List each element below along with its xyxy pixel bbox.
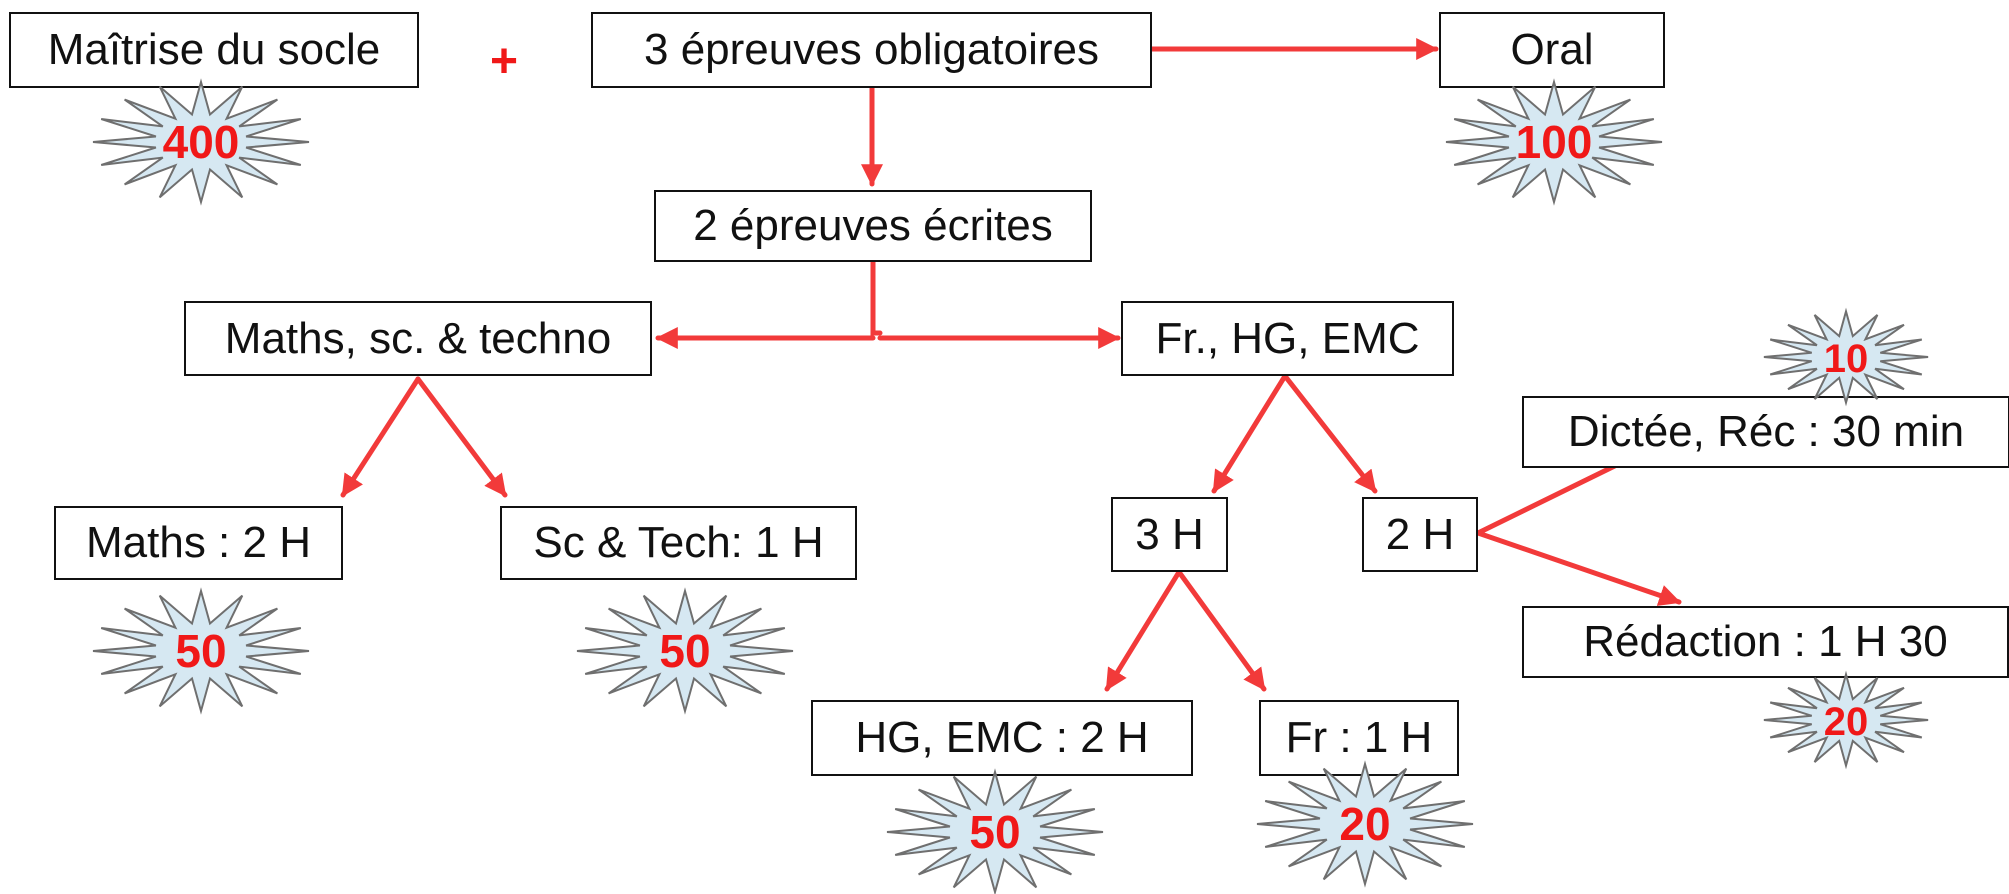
score-star-sc-tech: 50 xyxy=(576,587,794,715)
score-oral: 100 xyxy=(1516,116,1593,168)
score-star-fr: 20 xyxy=(1256,760,1474,888)
sc-tech-label: Sc & Tech: 1 H xyxy=(533,518,824,567)
hg-emc-2h-box: HG, EMC : 2 H xyxy=(811,700,1193,776)
maths-sc-techno-label: Maths, sc. & techno xyxy=(224,313,612,363)
maths-2h-box: Maths : 2 H xyxy=(54,506,343,580)
arrow-to-2h xyxy=(1282,373,1378,494)
star-shape xyxy=(576,587,794,715)
deux-ecrites-label: 2 épreuves écrites xyxy=(693,201,1053,250)
trois-epreuves-box: 3 épreuves obligatoires xyxy=(591,12,1152,88)
dictee-box: Dictée, Réc : 30 min xyxy=(1522,396,2009,468)
deux-h-label: 2 H xyxy=(1385,509,1455,559)
hg-emc-2h-label: HG, EMC : 2 H xyxy=(855,713,1149,762)
oral-label: Oral xyxy=(1510,25,1594,74)
oral-box: Oral xyxy=(1439,12,1665,88)
arrow-to-maths-2h xyxy=(340,376,421,498)
fr-1h-label: Fr : 1 H xyxy=(1285,713,1433,762)
split-connector xyxy=(870,259,883,336)
star-shape xyxy=(1763,307,1929,407)
plus-sign: + xyxy=(490,35,519,88)
fr-hg-emc-box: Fr., HG, EMC xyxy=(1121,301,1454,376)
trois-epreuves-label: 3 épreuves obligatoires xyxy=(644,25,1099,74)
score-star-redaction: 20 xyxy=(1763,670,1929,770)
arrow-to-redaction xyxy=(1475,530,1682,606)
maths-sc-techno-box: Maths, sc. & techno xyxy=(184,301,652,376)
arrow-to-hg-emc xyxy=(1104,569,1182,692)
redaction-box: Rédaction : 1 H 30 xyxy=(1522,606,2009,678)
score-star-hg-emc: 50 xyxy=(886,768,1104,894)
star-shape xyxy=(1256,760,1474,888)
star-shape xyxy=(1763,670,1929,770)
fr-hg-emc-label: Fr., HG, EMC xyxy=(1155,313,1420,363)
sc-tech-box: Sc & Tech: 1 H xyxy=(500,506,857,580)
star-shape xyxy=(1445,78,1663,206)
dictee-label: Dictée, Réc : 30 min xyxy=(1567,407,1965,456)
score-dictee: 10 xyxy=(1824,337,1869,381)
star-shape xyxy=(92,78,310,206)
socle-label: Maîtrise du socle xyxy=(47,25,381,74)
score-socle: 400 xyxy=(163,116,240,168)
score-star-oral: 100 xyxy=(1445,78,1663,206)
redaction-label: Rédaction : 1 H 30 xyxy=(1583,617,1948,666)
maths-2h-label: Maths : 2 H xyxy=(86,518,311,567)
arrow-to-fr-1h xyxy=(1176,569,1267,692)
score-star-dictee: 10 xyxy=(1763,307,1929,407)
fr-1h-box: Fr : 1 H xyxy=(1259,700,1459,776)
trois-h-label: 3 H xyxy=(1135,509,1204,559)
deux-h-box: 2 H xyxy=(1362,497,1478,572)
score-redaction: 20 xyxy=(1824,700,1869,744)
socle-box: Maîtrise du socle xyxy=(9,12,419,88)
trois-h-box: 3 H xyxy=(1111,497,1228,572)
score-hg-emc: 50 xyxy=(969,806,1020,858)
star-shape xyxy=(92,587,310,715)
arrow-to-sc-tech xyxy=(415,376,508,498)
score-maths: 50 xyxy=(175,625,226,677)
score-sc-tech: 50 xyxy=(659,625,710,677)
score-star-maths: 50 xyxy=(92,587,310,715)
score-fr: 20 xyxy=(1339,798,1390,850)
score-star-socle: 400 xyxy=(92,78,310,206)
arrow-to-3h xyxy=(1211,373,1288,494)
deux-ecrites-box: 2 épreuves écrites xyxy=(654,190,1092,262)
